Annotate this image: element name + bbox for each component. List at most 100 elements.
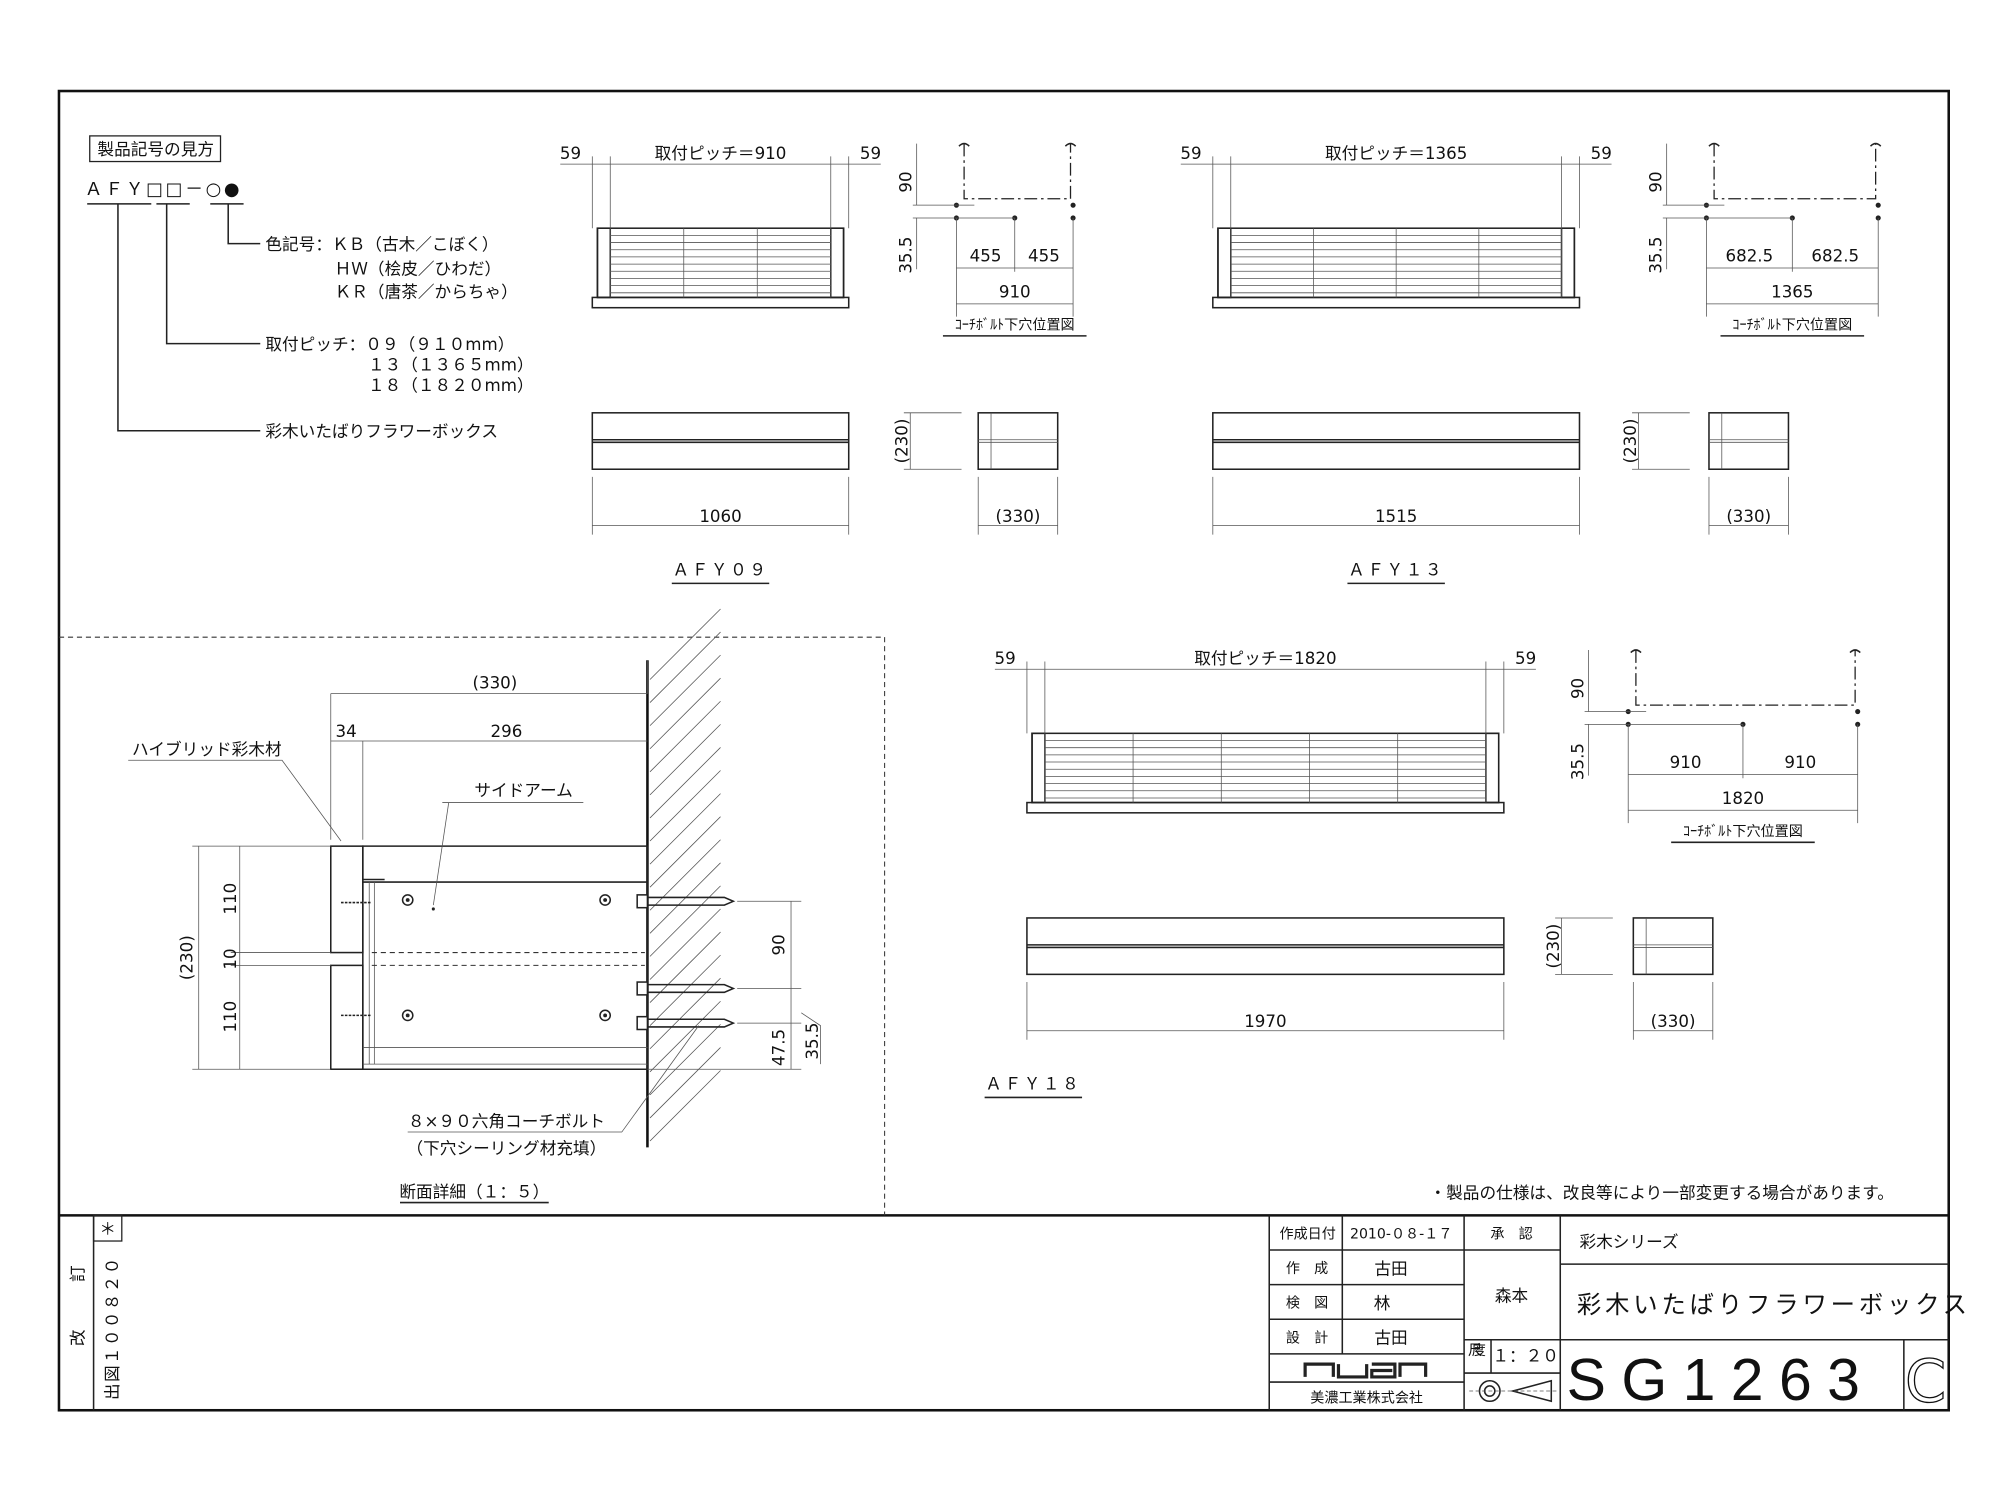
section-arm-depth: 296 xyxy=(491,722,523,741)
section-front-thickness: 34 xyxy=(336,722,357,741)
model-label: ＡＦＹ１３ xyxy=(1348,561,1444,580)
scale-value: １：２０ xyxy=(1492,1347,1559,1366)
checked-value: 林 xyxy=(1374,1294,1391,1313)
coach-bolt-label: ８×９０六角コーチボルト xyxy=(408,1112,605,1131)
drawing-title: 彩木いたばりフラワーボックス xyxy=(1577,1290,1971,1319)
bolt-vertical-spacing: 90 xyxy=(897,171,916,192)
front-panel-upper xyxy=(330,845,364,954)
section-gap: 10 xyxy=(221,948,240,969)
section-bolt-offset: 35.5 xyxy=(803,1022,822,1059)
bolt-hole xyxy=(1875,202,1881,208)
overall-length: 1515 xyxy=(1375,507,1417,526)
section-overall-depth: (330) xyxy=(472,673,517,692)
approver-value: 森本 xyxy=(1495,1286,1529,1305)
revision-entry: 出図１００８２０ xyxy=(103,1256,122,1400)
plan-view: 1060 xyxy=(591,412,850,535)
margin-left: 59 xyxy=(995,649,1016,668)
revision-label-tei: 訂 xyxy=(68,1265,87,1282)
series-name: 彩木シリーズ xyxy=(1579,1232,1678,1251)
revision-column: ＊ 改 訂 出図１００８２０ xyxy=(68,1214,123,1411)
coach-bolt xyxy=(636,981,736,996)
bolt-half-left: 682.5 xyxy=(1726,247,1774,266)
bolt-half-right: 910 xyxy=(1784,753,1816,772)
side-view: (230) (330) xyxy=(893,412,1059,535)
wall-hatch xyxy=(649,608,721,1142)
product-code-legend: 製品記号の見方 ＡＦＹ□□－○● 色記号：ＫＢ（古木／こぼく） ＨＷ（桧皮／ひわ… xyxy=(85,135,534,441)
bolt-hole xyxy=(1855,708,1861,715)
company-name: 美濃工業株式会社 xyxy=(1310,1391,1423,1407)
revision-mark: ＊ xyxy=(99,1220,116,1239)
bolt-diagram-caption: ｺｰﾁﾎﾞﾙﾄ下穴位置図 xyxy=(1683,824,1803,840)
overall-length: 1970 xyxy=(1244,1012,1286,1031)
margin-right: 59 xyxy=(1591,144,1612,163)
checked-label: 検 図 xyxy=(1286,1296,1328,1312)
date-label: 作成日付 xyxy=(1279,1226,1335,1242)
overall-depth: (330) xyxy=(1651,1012,1696,1031)
overall-height: (230) xyxy=(1621,419,1640,464)
bolt-diagram-caption: ｺｰﾁﾎﾞﾙﾄ下穴位置図 xyxy=(1732,317,1852,333)
overall-height: (230) xyxy=(1544,924,1563,969)
overall-depth: (330) xyxy=(1726,507,1771,526)
plan-view: 1515 xyxy=(1212,412,1581,535)
legend-color-hw: ＨＷ（桧皮／ひわだ） xyxy=(335,259,502,278)
side-view: (230) (330) xyxy=(1621,412,1790,535)
designed-value: 古田 xyxy=(1374,1329,1407,1348)
bolt-vertical-offset: 35.5 xyxy=(1568,743,1587,780)
overall-height: (230) xyxy=(893,419,912,464)
model-label: ＡＦＹ１８ xyxy=(985,1075,1081,1094)
plan-view: 1970 xyxy=(1026,917,1505,1040)
front-view xyxy=(1026,732,1505,814)
bolt-half-left: 910 xyxy=(1670,753,1702,772)
legend-pitch-18: １８（１８２０mm） xyxy=(368,376,534,395)
title-block: 作成日付 2010-０８-１７ 承 認 作 成 古田 検 図 林 設 計 古田 … xyxy=(1268,1215,1971,1416)
coach-bolt-note: （下穴シーリング材充填） xyxy=(406,1139,606,1158)
side-arm xyxy=(362,845,649,1071)
margin-right: 59 xyxy=(860,144,881,163)
margin-right: 59 xyxy=(1515,649,1536,668)
bolt-vertical-spacing: 90 xyxy=(1568,678,1587,699)
front-view xyxy=(1212,227,1581,309)
designed-label: 設 計 xyxy=(1286,1330,1328,1346)
section-bolt-bottom: 47.5 xyxy=(770,1029,789,1066)
mounting-pitch: 取付ピッチ＝1820 xyxy=(1194,649,1336,668)
margin-left: 59 xyxy=(560,144,581,163)
mounting-pitch: 取付ピッチ＝910 xyxy=(655,144,787,163)
overall-depth: (330) xyxy=(996,507,1041,526)
coach-bolt xyxy=(636,1015,736,1031)
section-height: (230) xyxy=(177,935,196,980)
legend-color-kb: 色記号：ＫＢ（古木／こぼく） xyxy=(265,235,498,254)
approval-label: 承 認 xyxy=(1490,1226,1532,1242)
section-bolt-spacing: 90 xyxy=(770,934,789,955)
bolt-vertical-spacing: 90 xyxy=(1647,171,1666,192)
margin-left: 59 xyxy=(1180,144,1201,163)
overall-length: 1060 xyxy=(699,507,741,526)
legend-product-name: 彩木いたばりフラワーボックス xyxy=(265,422,498,441)
bolt-total: 1365 xyxy=(1771,282,1813,301)
legend-code: ＡＦＹ□□－○● xyxy=(85,179,242,200)
front-panel-lower xyxy=(330,964,364,1070)
revision-letter: C xyxy=(1905,1346,1946,1415)
created-label: 作 成 xyxy=(1286,1261,1328,1277)
date-value: 2010-０８-１７ xyxy=(1350,1226,1452,1242)
created-value: 古田 xyxy=(1374,1259,1407,1278)
third-angle-projection-icon xyxy=(1469,1379,1557,1403)
legend-title: 製品記号の見方 xyxy=(97,140,214,159)
bolt-vertical-offset: 35.5 xyxy=(1647,237,1666,274)
sheet-border xyxy=(57,89,1950,1412)
bolt-half-left: 455 xyxy=(970,247,1002,266)
coach-bolt xyxy=(636,894,736,909)
front-view xyxy=(591,227,850,309)
side-view: (230) (330) xyxy=(1544,917,1714,1040)
material-label: ハイブリッド彩木材 xyxy=(132,739,282,759)
bolt-total: 910 xyxy=(999,282,1031,301)
legend-color-kr: ＫＲ（唐茶／からちゃ） xyxy=(335,282,518,301)
drawing-number: SG1263 xyxy=(1567,1348,1876,1413)
bolt-vertical-offset: 35.5 xyxy=(897,237,916,274)
